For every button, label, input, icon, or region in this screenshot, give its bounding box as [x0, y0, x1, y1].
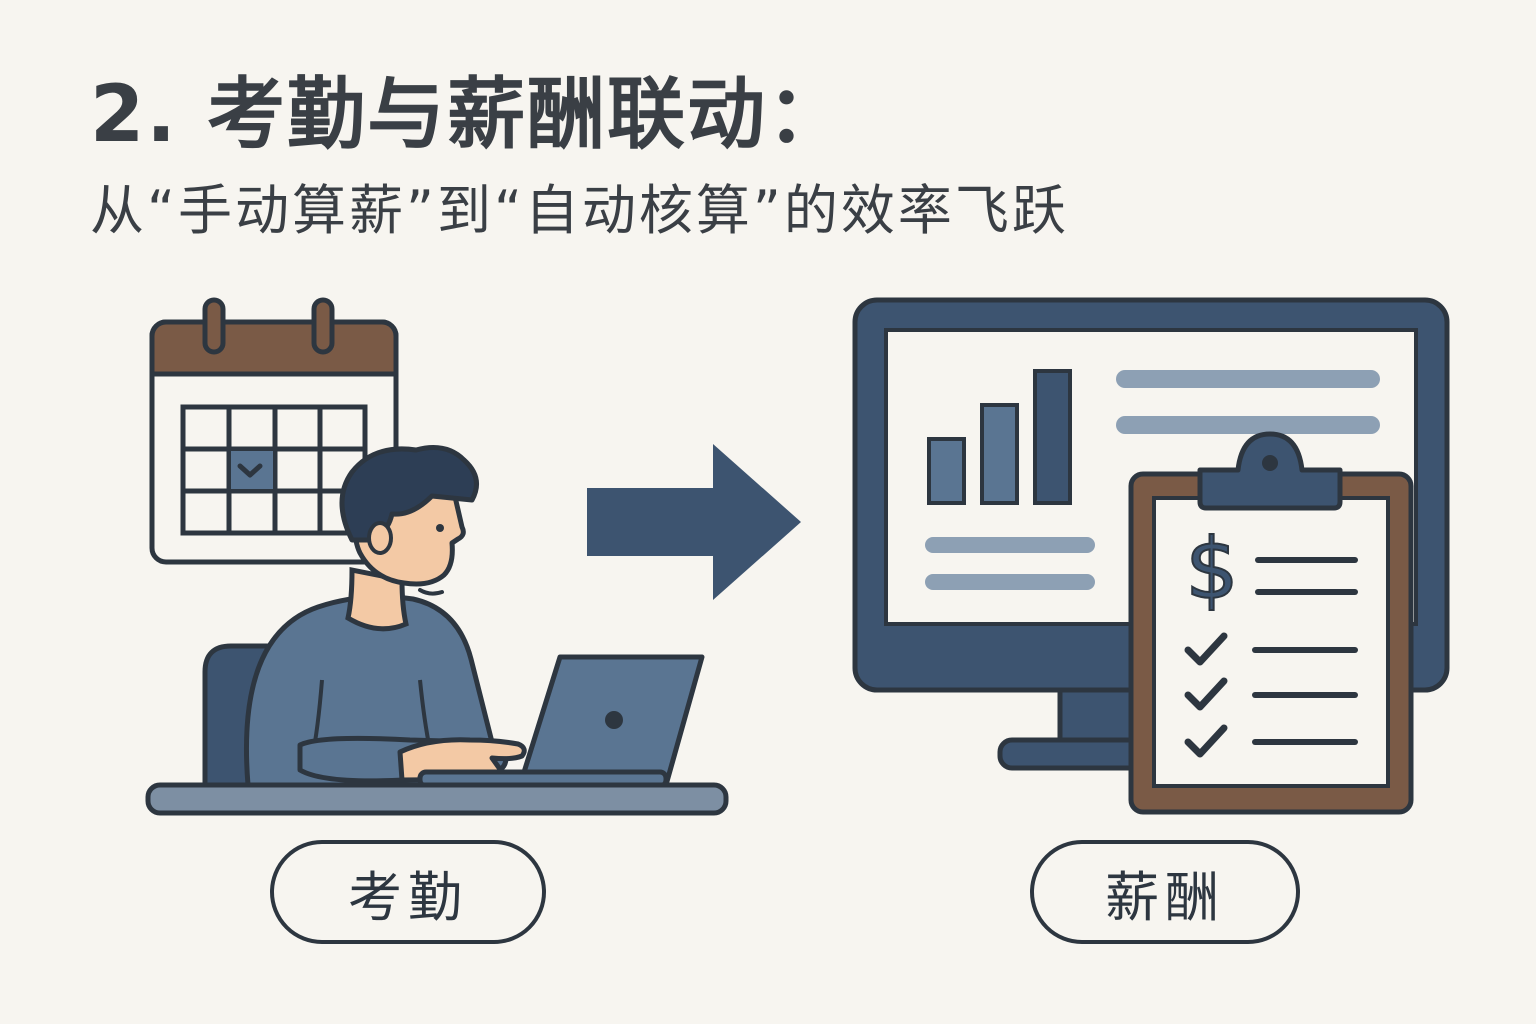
clipboard-icon: $: [1128, 431, 1414, 815]
arrow-right-icon: [587, 444, 801, 600]
calendar-icon: [149, 297, 399, 565]
person-icon: [243, 445, 527, 788]
page-title: 2. 考勤与薪酬联动：: [90, 70, 848, 160]
checkmark-icon: [1184, 632, 1228, 758]
bar-chart-icon: [927, 369, 1072, 505]
page-subtitle: 从“手动算薪”到“自动核算”的效率飞跃: [90, 179, 1069, 242]
dollar-icon: $: [1185, 520, 1238, 618]
desk-icon: [145, 782, 729, 816]
payroll-label: 薪酬: [1030, 840, 1300, 944]
attendance-label: 考勤: [270, 840, 546, 944]
